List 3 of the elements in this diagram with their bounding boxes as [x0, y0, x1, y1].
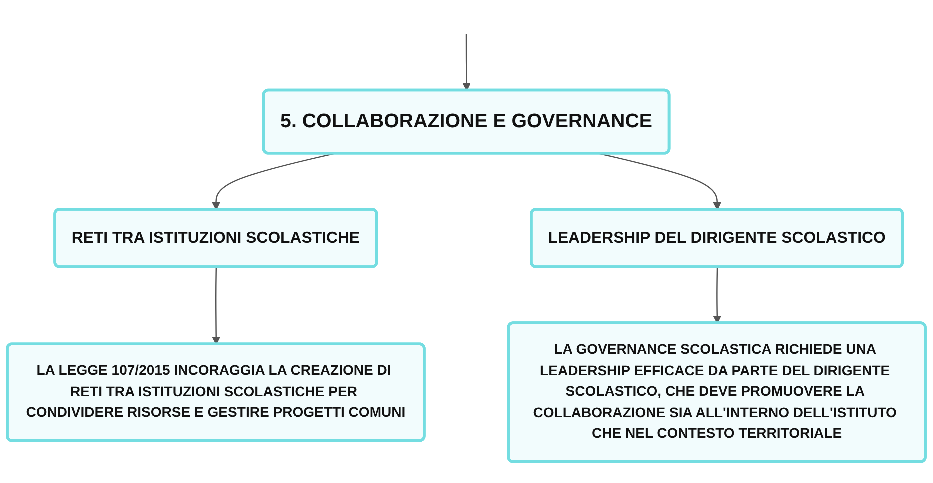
arrow	[462, 34, 471, 92]
arrow	[713, 267, 722, 324]
arrow	[212, 267, 220, 345]
